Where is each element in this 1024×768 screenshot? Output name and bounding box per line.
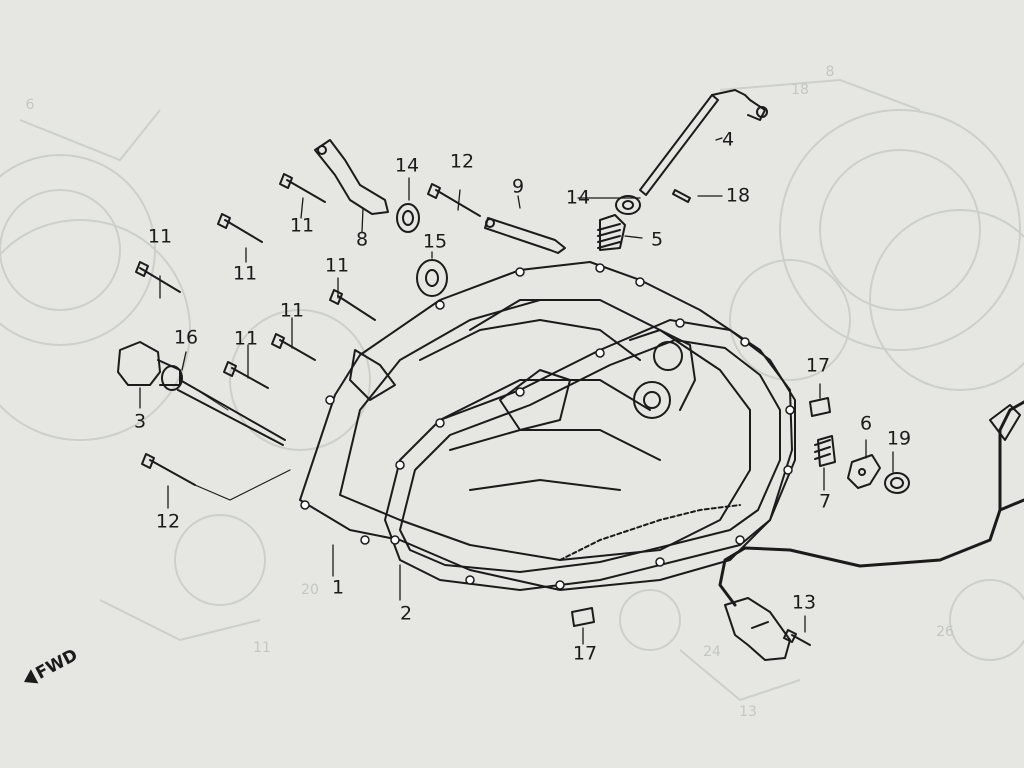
ghost-number: 6	[25, 97, 35, 113]
callout-6: 6	[859, 412, 873, 435]
ghost-number: 26	[936, 624, 954, 640]
callout-1: 1	[331, 576, 345, 599]
callout-11: 11	[147, 225, 173, 248]
ghost-number: 11	[253, 640, 271, 656]
callout-7: 7	[818, 490, 832, 513]
callout-4: 4	[721, 128, 735, 151]
ghost-number: 8	[825, 64, 835, 80]
callout-17: 17	[572, 642, 598, 665]
crankcase-cover-outline	[299, 261, 793, 591]
callout-17: 17	[805, 354, 831, 377]
callout-12: 12	[449, 150, 475, 173]
ghost-number: 24	[703, 644, 721, 660]
cam-piece	[847, 454, 881, 489]
callout-18: 18	[725, 184, 751, 207]
callout-14: 14	[565, 186, 591, 209]
callout-8: 8	[355, 228, 369, 251]
spring-5	[597, 223, 621, 249]
callout-2: 2	[399, 602, 413, 625]
gasket-outline	[384, 319, 796, 591]
callout-16: 16	[173, 326, 199, 349]
callout-11: 11	[233, 327, 259, 350]
cable-bracket	[724, 597, 791, 661]
callout-11: 11	[232, 262, 258, 285]
callout-13: 13	[791, 591, 817, 614]
callout-11: 11	[289, 214, 315, 237]
callout-9: 9	[511, 175, 525, 198]
callout-3: 3	[133, 410, 147, 433]
link-rod	[484, 217, 566, 254]
callout-11: 11	[279, 299, 305, 322]
ghost-number: 20	[301, 582, 319, 598]
ghost-number: 18	[791, 82, 809, 98]
ghost-number: 13	[739, 704, 757, 720]
shaft	[639, 94, 719, 196]
callout-5: 5	[650, 228, 664, 251]
callout-15: 15	[422, 230, 448, 253]
callout-14: 14	[394, 154, 420, 177]
callout-11: 11	[324, 254, 350, 277]
callout-19: 19	[886, 427, 912, 450]
shift-arm	[314, 139, 389, 215]
cable	[718, 498, 1024, 607]
oil-cap	[117, 341, 161, 386]
callout-12: 12	[155, 510, 181, 533]
